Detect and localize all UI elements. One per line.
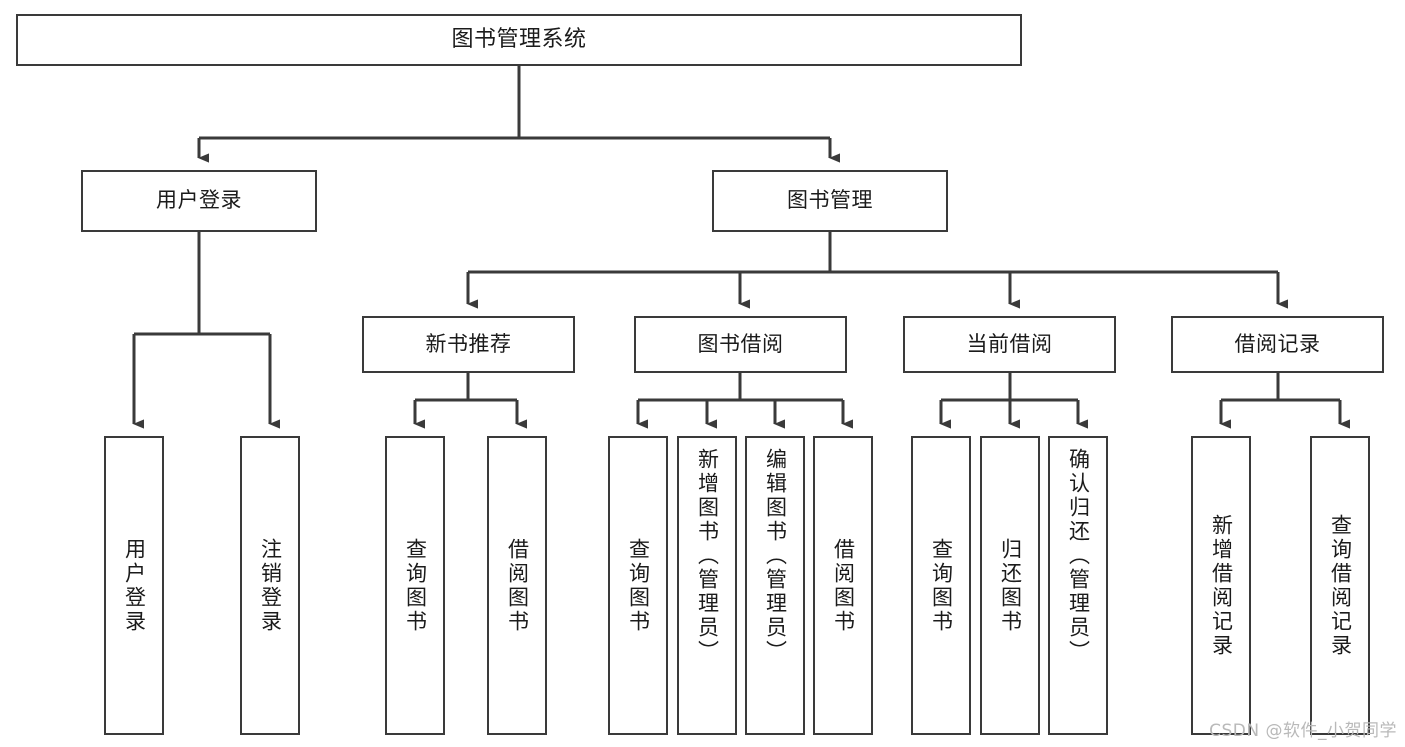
node-new-book-recommend-label: 新书推荐 xyxy=(425,331,512,356)
leaf-records-query-record[interactable]: 查询借阅记录 xyxy=(1310,436,1370,735)
leaf-new-book-borrow-label: 借阅图书 xyxy=(505,537,530,634)
node-current-borrow-label: 当前借阅 xyxy=(966,331,1053,356)
node-user-login[interactable]: 用户登录 xyxy=(81,170,317,232)
leaf-current-return-book-label: 归还图书 xyxy=(998,537,1023,634)
node-book-borrow[interactable]: 图书借阅 xyxy=(634,316,847,373)
node-book-management[interactable]: 图书管理 xyxy=(712,170,948,232)
leaf-new-book-borrow[interactable]: 借阅图书 xyxy=(487,436,547,735)
leaf-user-login-login[interactable]: 用户登录 xyxy=(104,436,164,735)
node-new-book-recommend[interactable]: 新书推荐 xyxy=(362,316,575,373)
leaf-borrow-borrow-book-label: 借阅图书 xyxy=(831,537,856,634)
node-book-borrow-label: 图书借阅 xyxy=(697,331,784,356)
leaf-records-add-record-label: 新增借阅记录 xyxy=(1209,513,1234,658)
leaf-user-login-logout-label: 注销登录 xyxy=(258,537,283,634)
leaf-current-query-book[interactable]: 查询图书 xyxy=(911,436,971,735)
leaf-borrow-query-book[interactable]: 查询图书 xyxy=(608,436,668,735)
node-user-login-label: 用户登录 xyxy=(156,188,242,213)
watermark-text: CSDN @软件_小贺同学 xyxy=(1209,721,1397,741)
leaf-borrow-add-book[interactable]: 新增图书（管理员） xyxy=(677,436,737,735)
node-borrow-records-label: 借阅记录 xyxy=(1234,331,1321,356)
leaf-borrow-borrow-book[interactable]: 借阅图书 xyxy=(813,436,873,735)
leaf-new-book-query-label: 查询图书 xyxy=(403,537,428,634)
leaf-current-query-book-label: 查询图书 xyxy=(929,537,954,634)
leaf-user-login-login-label: 用户登录 xyxy=(122,537,147,634)
node-root-label: 图书管理系统 xyxy=(451,26,587,52)
leaf-borrow-edit-book-label: 编辑图书（管理员） xyxy=(763,448,788,664)
node-root[interactable]: 图书管理系统 xyxy=(16,14,1022,66)
leaf-records-query-record-label: 查询借阅记录 xyxy=(1328,513,1353,658)
leaf-new-book-query[interactable]: 查询图书 xyxy=(385,436,445,735)
node-book-management-label: 图书管理 xyxy=(787,188,873,213)
leaf-current-confirm-return[interactable]: 确认归还（管理员） xyxy=(1048,436,1108,735)
leaf-records-add-record[interactable]: 新增借阅记录 xyxy=(1191,436,1251,735)
leaf-current-confirm-return-label: 确认归还（管理员） xyxy=(1066,448,1091,664)
leaf-borrow-edit-book[interactable]: 编辑图书（管理员） xyxy=(745,436,805,735)
leaf-current-return-book[interactable]: 归还图书 xyxy=(980,436,1040,735)
leaf-borrow-query-book-label: 查询图书 xyxy=(626,537,651,634)
leaf-borrow-add-book-label: 新增图书（管理员） xyxy=(695,448,720,664)
node-current-borrow[interactable]: 当前借阅 xyxy=(903,316,1116,373)
leaf-user-login-logout[interactable]: 注销登录 xyxy=(240,436,300,735)
node-borrow-records[interactable]: 借阅记录 xyxy=(1171,316,1384,373)
